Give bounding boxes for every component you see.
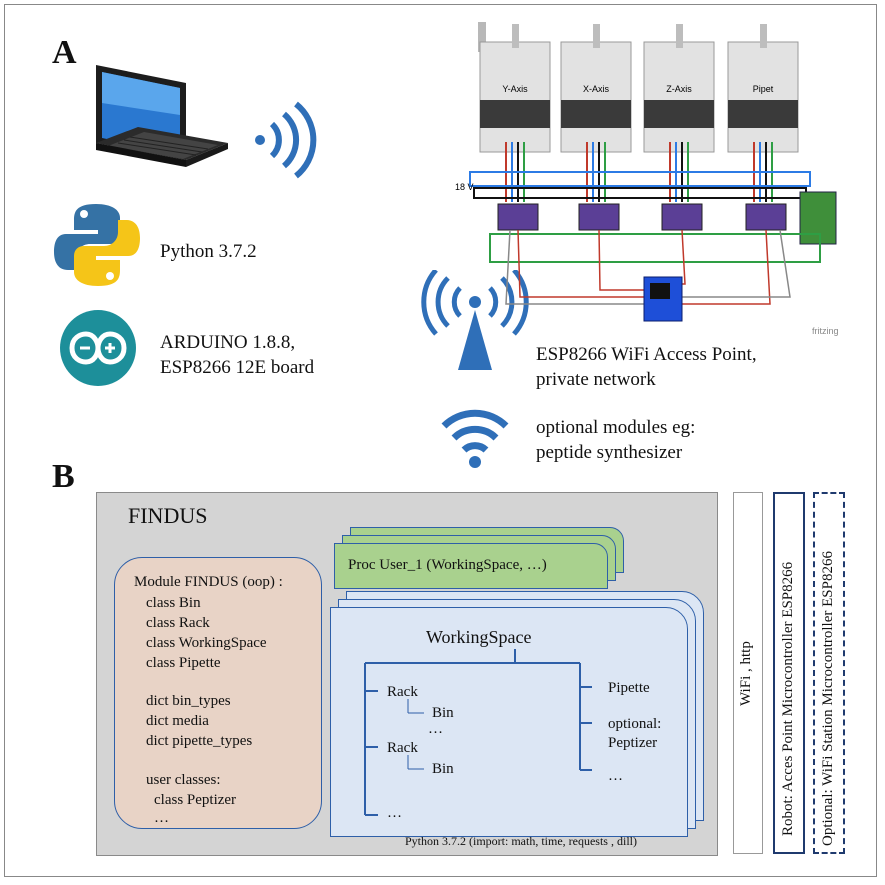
- access-point-label-line1: ESP8266 WiFi Access Point,: [536, 344, 757, 365]
- robot-access-point-column: [773, 492, 805, 854]
- tree-bin-1: Bin: [432, 705, 454, 721]
- motor-label-pipet: Pipet: [753, 84, 774, 94]
- optional-station-column: [813, 492, 845, 854]
- tree-peptizer: Peptizer: [608, 735, 658, 751]
- module-line-class-bin: class Bin: [146, 595, 201, 611]
- wifi-signal-icon: [255, 101, 317, 179]
- tree-ellipsis-bottom: …: [387, 805, 402, 821]
- panel-a-letter: A: [52, 34, 77, 71]
- findus-title: FINDUS: [128, 503, 208, 528]
- workingspace-title: WorkingSpace: [426, 627, 532, 647]
- module-line-ellipsis: …: [154, 810, 169, 826]
- module-line-header: Module FINDUS (oop) :: [134, 574, 283, 590]
- tree-rack-2: Rack: [387, 740, 418, 756]
- optional-station-label: Optional: WiFi Station Microcontroller E…: [820, 551, 836, 846]
- arduino-label-line2: ESP8266 12E board: [160, 357, 315, 378]
- module-line-class-peptizer: class Peptizer: [154, 792, 237, 808]
- workingspace-box: [330, 607, 688, 837]
- tree-bin-2: Bin: [432, 761, 454, 777]
- motor-label-y: Y-Axis: [502, 84, 528, 94]
- fritzing-watermark: fritzing: [812, 326, 839, 336]
- access-point-label-line2: private network: [536, 369, 656, 390]
- motor-label-x: X-Axis: [583, 84, 610, 94]
- arduino-label-line1: ARDUINO 1.8.8,: [160, 332, 296, 353]
- module-line-dict-pipette-types: dict pipette_types: [146, 733, 253, 749]
- tree-ellipsis-1: …: [428, 721, 443, 737]
- module-line-user-classes: user classes:: [146, 772, 221, 788]
- module-line-class-pipette: class Pipette: [146, 655, 221, 671]
- module-line-class-workingspace: class WorkingSpace: [146, 635, 267, 651]
- workingspace-tree-lines: [364, 649, 592, 816]
- optional-modules-label-line2: peptide synthesizer: [536, 442, 683, 463]
- python-version-label: Python 3.7.2: [160, 241, 257, 262]
- stepper-motor-pipet: [727, 41, 799, 153]
- stepper-motor-x: [560, 41, 632, 153]
- module-line-class-rack: class Rack: [146, 615, 210, 631]
- motor-label-z: Z-Axis: [666, 84, 692, 94]
- stepper-motor-y: [478, 22, 551, 153]
- robot-access-point-label: Robot: Acces Point Microcontroller ESP82…: [780, 561, 796, 836]
- wifi-http-label: WiFi , http: [738, 641, 754, 706]
- arduino-logo-icon: [60, 310, 136, 386]
- wifi-http-column: [733, 492, 763, 854]
- tree-rack-1: Rack: [387, 684, 418, 700]
- python-logo-icon: [54, 204, 140, 286]
- tree-optional: optional:: [608, 716, 662, 732]
- module-findus-box: [114, 557, 322, 829]
- tree-pipette: Pipette: [608, 680, 650, 696]
- fritzing-wiring-diagram: Y-Axis X-Axis Z-Axis Pipet 18 V fritzing: [455, 22, 839, 336]
- panel-b-letter: B: [52, 458, 75, 495]
- module-line-dict-bin-types: dict bin_types: [146, 693, 231, 709]
- access-point-antenna-icon: [421, 270, 529, 370]
- stepper-motor-z: [643, 41, 715, 153]
- tree-ellipsis-right: …: [608, 768, 623, 784]
- proc-user-box: [334, 543, 608, 589]
- voltage-label: 18 V: [455, 182, 474, 192]
- proc-user-label: Proc User_1 (WorkingSpace, …): [348, 557, 547, 573]
- optional-modules-label-line1: optional modules eg:: [536, 417, 696, 438]
- laptop-icon: [96, 65, 228, 167]
- figure-frame: [4, 4, 877, 877]
- wifi-fan-icon: [441, 409, 509, 468]
- python-imports-footer: Python 3.7.2 (import: math, time, reques…: [405, 834, 637, 848]
- module-line-dict-media: dict media: [146, 713, 209, 729]
